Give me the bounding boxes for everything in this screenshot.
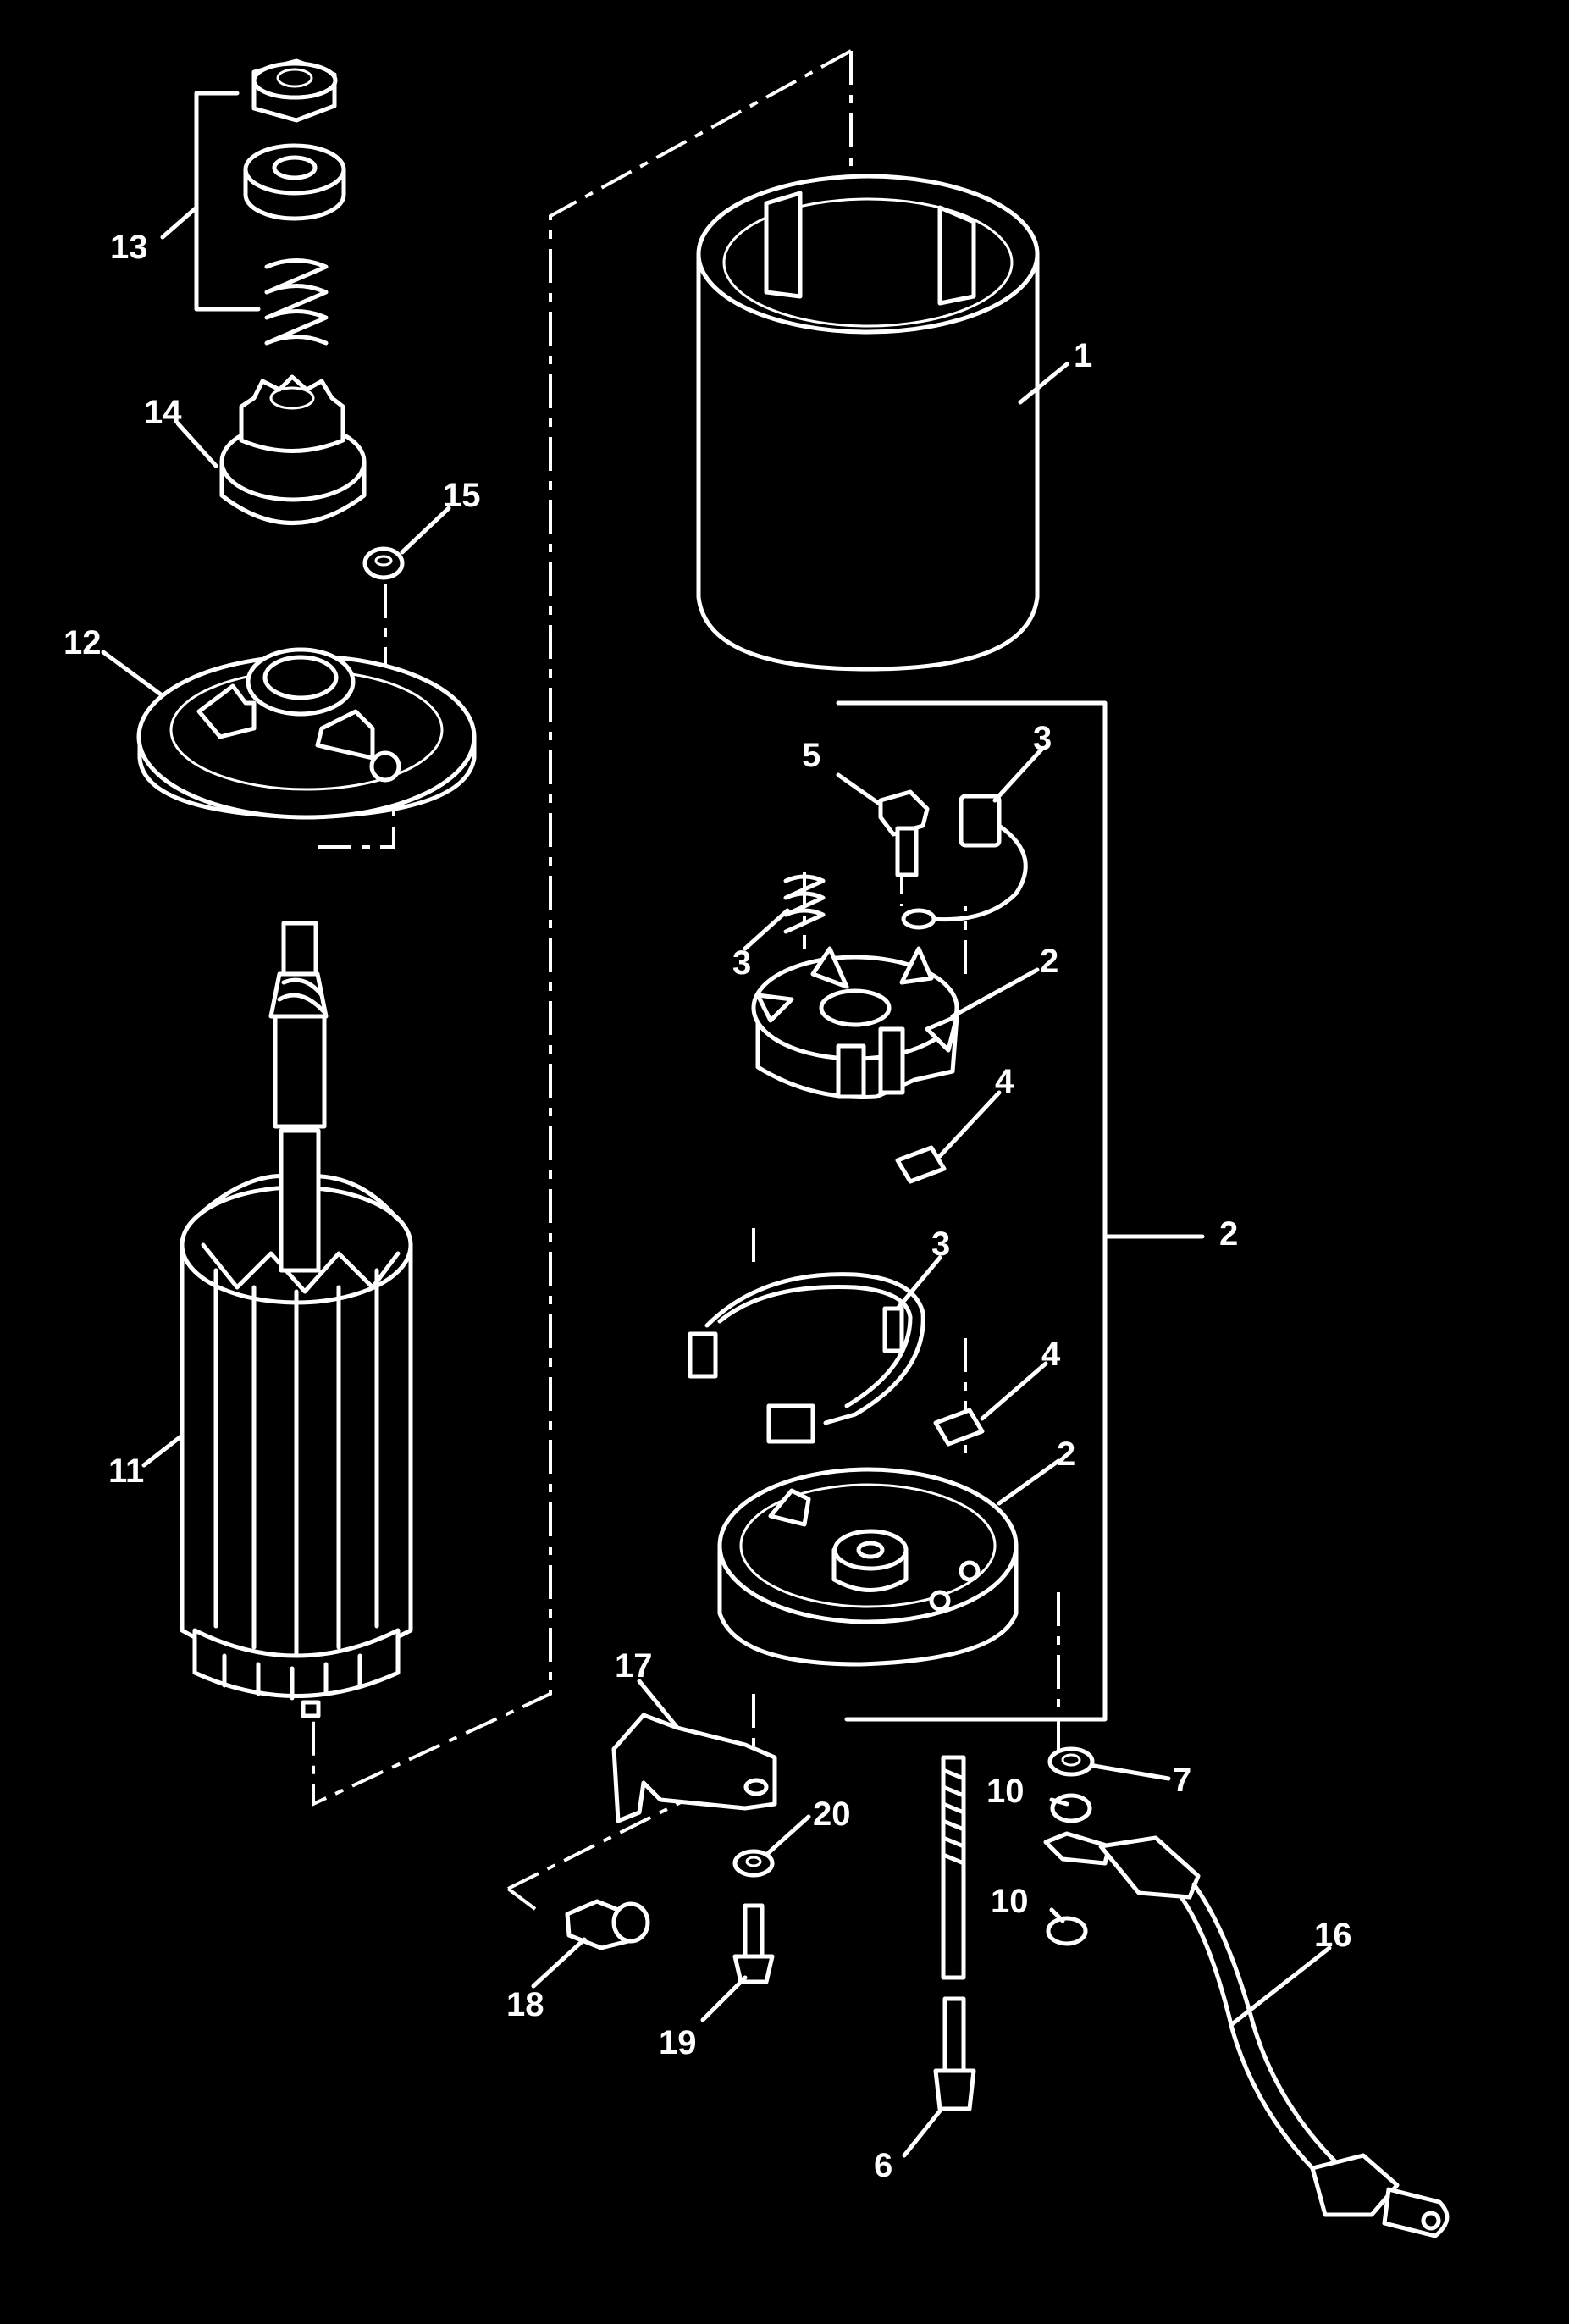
callout-6: 6 [874, 2147, 892, 2184]
callout-4-upper: 4 [995, 1063, 1014, 1100]
part-6-through-bolt [933, 1755, 976, 2111]
part-14-drive-pinion [219, 374, 367, 525]
part-3-brush-strap-lower [688, 1272, 925, 1444]
callout-10-upper: 10 [986, 1773, 1025, 1810]
part-12-end-cap [136, 647, 477, 820]
part-11-armature [180, 921, 413, 1718]
callout-19: 19 [659, 2024, 697, 2061]
callout-18: 18 [506, 1986, 544, 2023]
callout-12: 12 [64, 624, 102, 661]
callout-15: 15 [443, 477, 481, 514]
part-20-lock-washer [732, 1849, 775, 1878]
callout-1: 1 [1074, 337, 1092, 374]
part-4-square-nut-lower [933, 1408, 985, 1447]
part-10-nut-lower [1046, 1916, 1088, 1946]
callout-2-assembly: 2 [1219, 1215, 1238, 1253]
part-2-commutator-end-cap [717, 1467, 1019, 1667]
callout-4-lower: 4 [1041, 1336, 1061, 1373]
part-2-brush-holder [751, 946, 959, 1100]
callout-3-spring: 3 [732, 944, 751, 982]
part-16-cable [1043, 1831, 1450, 2238]
part-15-small-nut [362, 546, 405, 580]
part-3-brush-spring [783, 874, 826, 934]
callout-14: 14 [144, 394, 182, 431]
part-13-nut-washer-spring [243, 58, 346, 346]
part-3-brush-lead-upper [901, 794, 1028, 930]
callout-20: 20 [813, 1796, 851, 1833]
part-19-screw [732, 1903, 775, 1984]
callout-11: 11 [108, 1452, 144, 1490]
callout-10-lower: 10 [991, 1883, 1029, 1920]
part-10-nut-upper [1050, 1793, 1092, 1823]
part-5-screw [878, 789, 930, 877]
callout-17: 17 [615, 1647, 653, 1685]
part-1-field-frame [696, 174, 1040, 672]
callout-2-brush-holder: 2 [1040, 943, 1058, 980]
callout-13: 13 [110, 229, 148, 266]
callout-3-top: 3 [1033, 720, 1052, 757]
part-18-bolt [565, 1899, 650, 1951]
callout-3-lower: 3 [931, 1226, 950, 1263]
part-4-square-nut-upper [895, 1145, 947, 1184]
callout-labels: 1 5 3 3 2 4 2 3 4 2 7 10 10 16 6 11 12 1… [64, 229, 1352, 2184]
callout-5: 5 [802, 737, 820, 774]
callout-2-end-cap: 2 [1057, 1436, 1075, 1473]
callout-7: 7 [1173, 1762, 1191, 1799]
part-7-washer [1047, 1746, 1095, 1777]
part-17-bracket [611, 1713, 777, 1823]
leader-lines [101, 91, 1332, 2158]
callout-16: 16 [1314, 1917, 1352, 1954]
